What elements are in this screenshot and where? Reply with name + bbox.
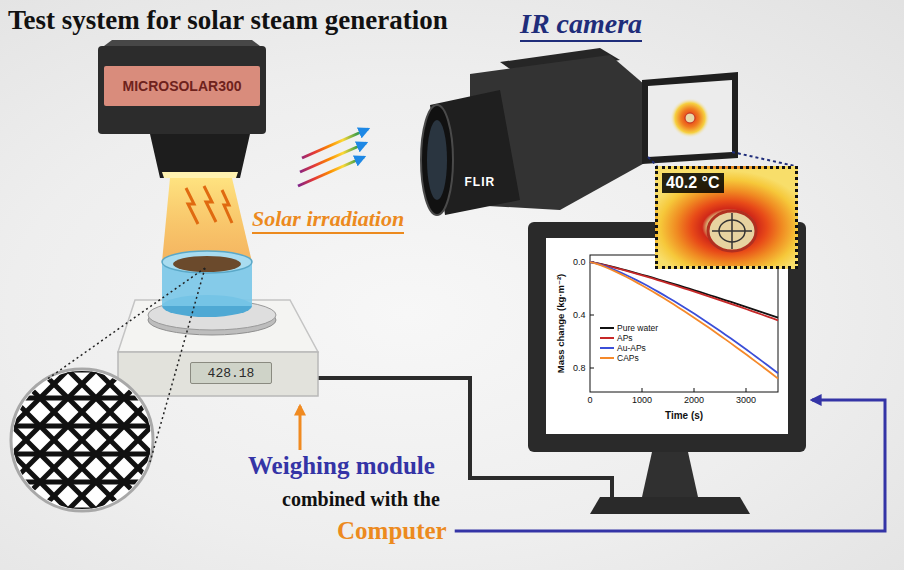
mesh-magnified-view [0,330,220,550]
inset-leader-lines [648,157,657,166]
rainbow-arrows [298,157,364,186]
y-tick-label: 0.4 [573,310,586,320]
thermal-image-inset: 40.2 °C [655,166,798,269]
weighing-arrow [299,406,302,450]
solar-simulator-lamp [150,134,250,178]
solar-simulator-lamp [98,46,266,134]
light-beam [186,188,198,224]
water-beaker [173,256,241,272]
mesh-magnified-view [112,330,332,550]
x-tick-label: 3000 [736,395,756,405]
node-text: MICROSOLAR300 [122,78,241,94]
legend-row: Au-APs [600,343,658,353]
mesh-magnified-view [84,330,304,550]
light-source-label: Solar irradiation [252,206,404,234]
computer-monitor [642,452,698,497]
ir-camera [421,105,453,215]
solar-simulator-lamp [104,40,260,46]
chart-curve [590,262,778,318]
y-tick-label: 0.0 [573,257,586,267]
mesh-magnified-view [140,330,360,550]
light-beam [162,178,252,262]
light-beam [162,178,252,262]
legend-row: APs [600,333,658,343]
computer-label: Computer [337,517,447,545]
ir-camera [685,113,695,123]
y-tick-label: 0.8 [573,363,586,373]
water-beaker [162,251,252,317]
computer-arrow [455,400,885,531]
weighing-label: Weighing module [248,452,435,480]
ir-camera [642,72,738,164]
balance-display: 428.18 [190,362,272,384]
mesh-magnified-view [84,330,304,550]
legend-row: Pure water [600,323,658,333]
solar-simulator-lamp [162,172,238,178]
inset-leader-lines [732,152,795,166]
legend-label: CAPs [617,354,639,363]
ir-camera [648,80,732,157]
computer-arrow [455,400,885,531]
x-axis-title: Time (s) [665,410,703,421]
legend-label: Pure water [617,324,658,333]
x-tick-label: 2000 [684,395,704,405]
inset-leader-lines [648,152,795,166]
solar-simulator-lamp [98,40,266,178]
legend-swatch [600,357,614,359]
mesh-magnified-view [0,330,136,550]
x-tick-label: 0 [588,395,593,405]
thermal-sample-image [708,211,756,251]
water-beaker [162,251,252,273]
legend-label: Au-APs [617,344,646,353]
node-text: 428.18 [208,366,255,381]
connector-phrase: combined with the [282,488,440,511]
mesh-magnified-view [0,452,170,457]
legend-swatch [600,337,614,339]
computer-monitor [590,497,750,514]
mesh-magnified-view [0,330,192,550]
legend-label: APs [617,334,633,343]
zoom-dotted-lines [46,268,205,462]
x-tick-label: 1000 [632,395,652,405]
lamp-label-panel: MICROSOLAR300 [104,66,260,106]
y-axis-title: Mass change (kg·m⁻²) [555,273,566,373]
thermal-sample-image [712,213,752,249]
ir-camera [427,120,447,200]
mesh-magnified-view [140,330,360,550]
mesh-magnified-view [0,424,170,429]
legend-row: CAPs [600,353,658,363]
camera-label: IR camera [520,8,642,42]
mesh-magnified-view [56,330,276,550]
light-beam [222,190,232,223]
light-beam [204,186,216,222]
ir-camera [421,48,738,215]
figure-title: Test system for solar steam generation [8,5,448,36]
chart-curves [590,262,778,379]
rainbow-arrows [302,129,368,158]
mesh-magnified-view [0,330,136,550]
ir-camera [670,98,710,138]
camera-brand-logo: FLIR [465,175,496,189]
computer-monitor [590,255,778,392]
mesh-magnified-view [112,330,332,550]
node-text: 40.2 °C [662,173,724,193]
legend-swatch [600,327,614,329]
chart-curve [590,262,778,379]
rainbow-arrows [300,143,366,172]
mesh-magnified-view [0,330,192,550]
balance [118,352,318,396]
chart-legend: Pure waterAPsAu-APsCAPs [598,322,660,364]
mesh-magnified-view [11,369,153,511]
weighing-arrow [300,406,301,450]
zoom-dotted-lines [46,268,205,380]
legend-swatch [600,347,614,349]
rainbow-arrows [298,129,368,186]
mesh-magnified-view [0,330,220,550]
mesh-magnified-view [56,330,276,550]
